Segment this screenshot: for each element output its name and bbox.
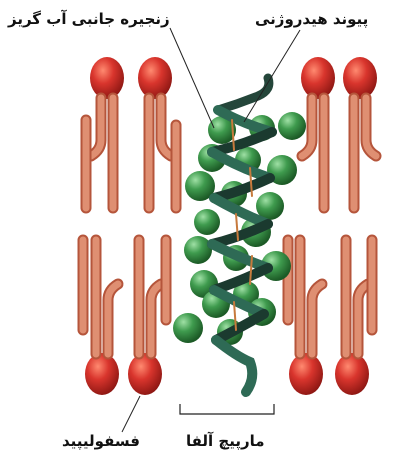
hydrogen-bond-label: پیوند هیدروژنی xyxy=(255,10,368,28)
lipid-head xyxy=(90,57,124,99)
lipid-head xyxy=(343,57,377,99)
side-chain-label: زنجیره جانبی آب گریز xyxy=(8,10,170,28)
lipid-head xyxy=(301,57,335,99)
lipid-head xyxy=(138,57,172,99)
side-chain-leader xyxy=(170,28,214,128)
lipid-head xyxy=(289,353,323,395)
alpha-helix-bracket xyxy=(180,404,274,414)
side-chain-ball xyxy=(194,209,220,235)
phospholipid-label: فسفولیپید xyxy=(62,432,140,450)
side-chain-ball xyxy=(184,236,212,264)
phospholipid-leader xyxy=(122,396,140,432)
lipid-head xyxy=(128,353,162,395)
side-chain-ball xyxy=(278,112,306,140)
alpha-helix-label: مارپیچ آلفا xyxy=(186,432,265,450)
lipid-head xyxy=(335,353,369,395)
hydrogen-bond-leader xyxy=(244,30,300,122)
lipid-head xyxy=(85,353,119,395)
side-chain-ball xyxy=(173,313,203,343)
